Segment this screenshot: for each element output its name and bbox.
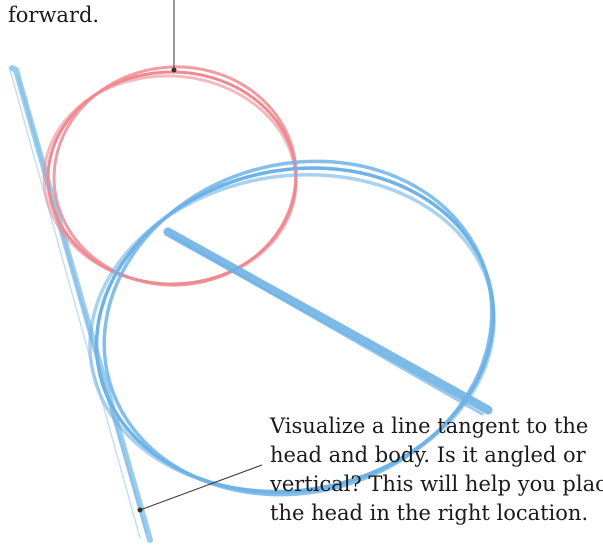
caption-line-1: Visualize a line tangent to the bbox=[270, 412, 600, 441]
tangent-line bbox=[10, 68, 150, 540]
body-axis-stroke bbox=[168, 232, 488, 414]
caption-line-4: the head in the right location. bbox=[270, 499, 600, 528]
caption-line-3: vertical? This will help you place bbox=[270, 470, 600, 499]
top-leader-dot bbox=[172, 68, 177, 73]
top-annotation-text: forward. bbox=[8, 2, 99, 28]
caption-text: Visualize a line tangent to the head and… bbox=[270, 412, 600, 528]
head-circle bbox=[39, 59, 304, 293]
caption-line-2: head and body. Is it angled or bbox=[270, 441, 600, 470]
caption-leader-dot bbox=[138, 508, 143, 513]
